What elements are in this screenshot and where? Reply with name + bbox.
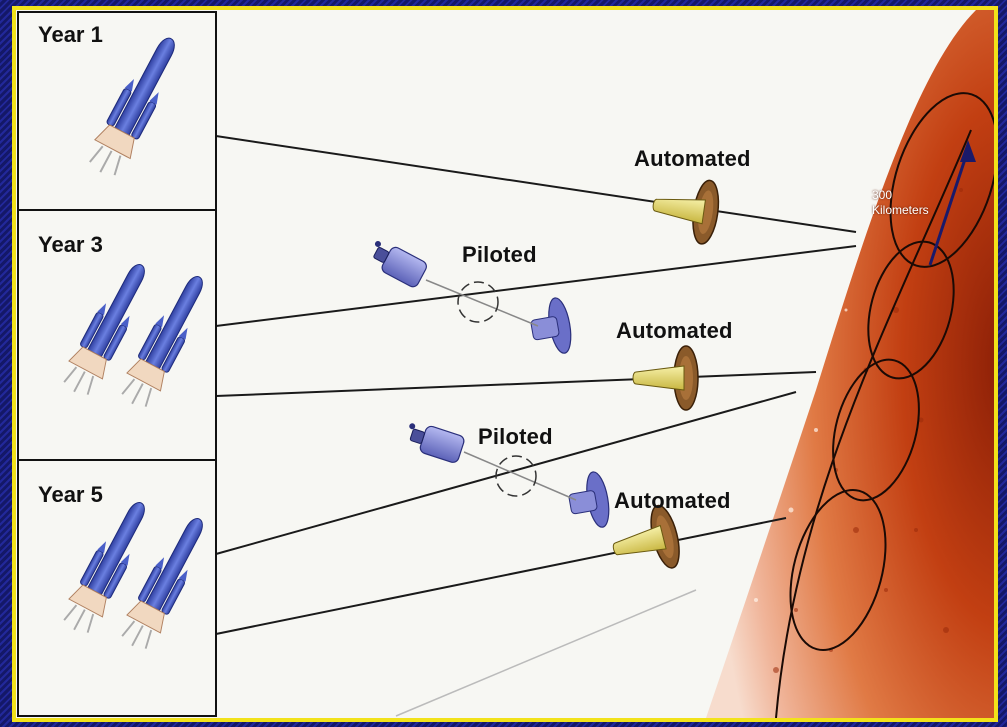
automated-craft	[633, 346, 698, 410]
piloted-label: Piloted	[478, 424, 553, 450]
automated-label: Automated	[616, 318, 733, 344]
year-label: Year 1	[38, 22, 103, 48]
piloted-label: Piloted	[462, 242, 537, 268]
piloted-capsule	[403, 420, 466, 464]
trajectory-line	[216, 392, 796, 554]
trajectory-line	[216, 518, 786, 634]
rocket	[83, 29, 189, 181]
planet-surface	[706, 10, 994, 718]
trajectory-line	[216, 372, 816, 396]
automated-label: Automated	[634, 146, 751, 172]
distance-value: 300	[872, 188, 929, 203]
planet-body	[706, 10, 994, 718]
automated-label: Automated	[614, 488, 731, 514]
piloted-capsule	[365, 237, 428, 288]
diagram-svg	[16, 10, 994, 718]
rockets	[57, 29, 216, 654]
trajectory-line-faint	[396, 590, 696, 716]
year-label: Year 3	[38, 232, 103, 258]
trajectory-line	[216, 136, 856, 232]
separation-ring	[496, 456, 536, 496]
spacecraft	[365, 173, 722, 581]
automated-craft	[649, 173, 722, 245]
year-label: Year 5	[38, 482, 103, 508]
automated-craft	[606, 503, 685, 581]
piloted-tether	[464, 452, 576, 500]
distance-label: 300 Kilometers	[872, 188, 929, 218]
diagram-panel: Year 1 Year 3 Year 5 Automated Piloted A…	[12, 6, 998, 722]
distance-unit: Kilometers	[872, 203, 929, 218]
piloted-lander	[565, 470, 612, 532]
piloted-lander	[527, 296, 574, 358]
